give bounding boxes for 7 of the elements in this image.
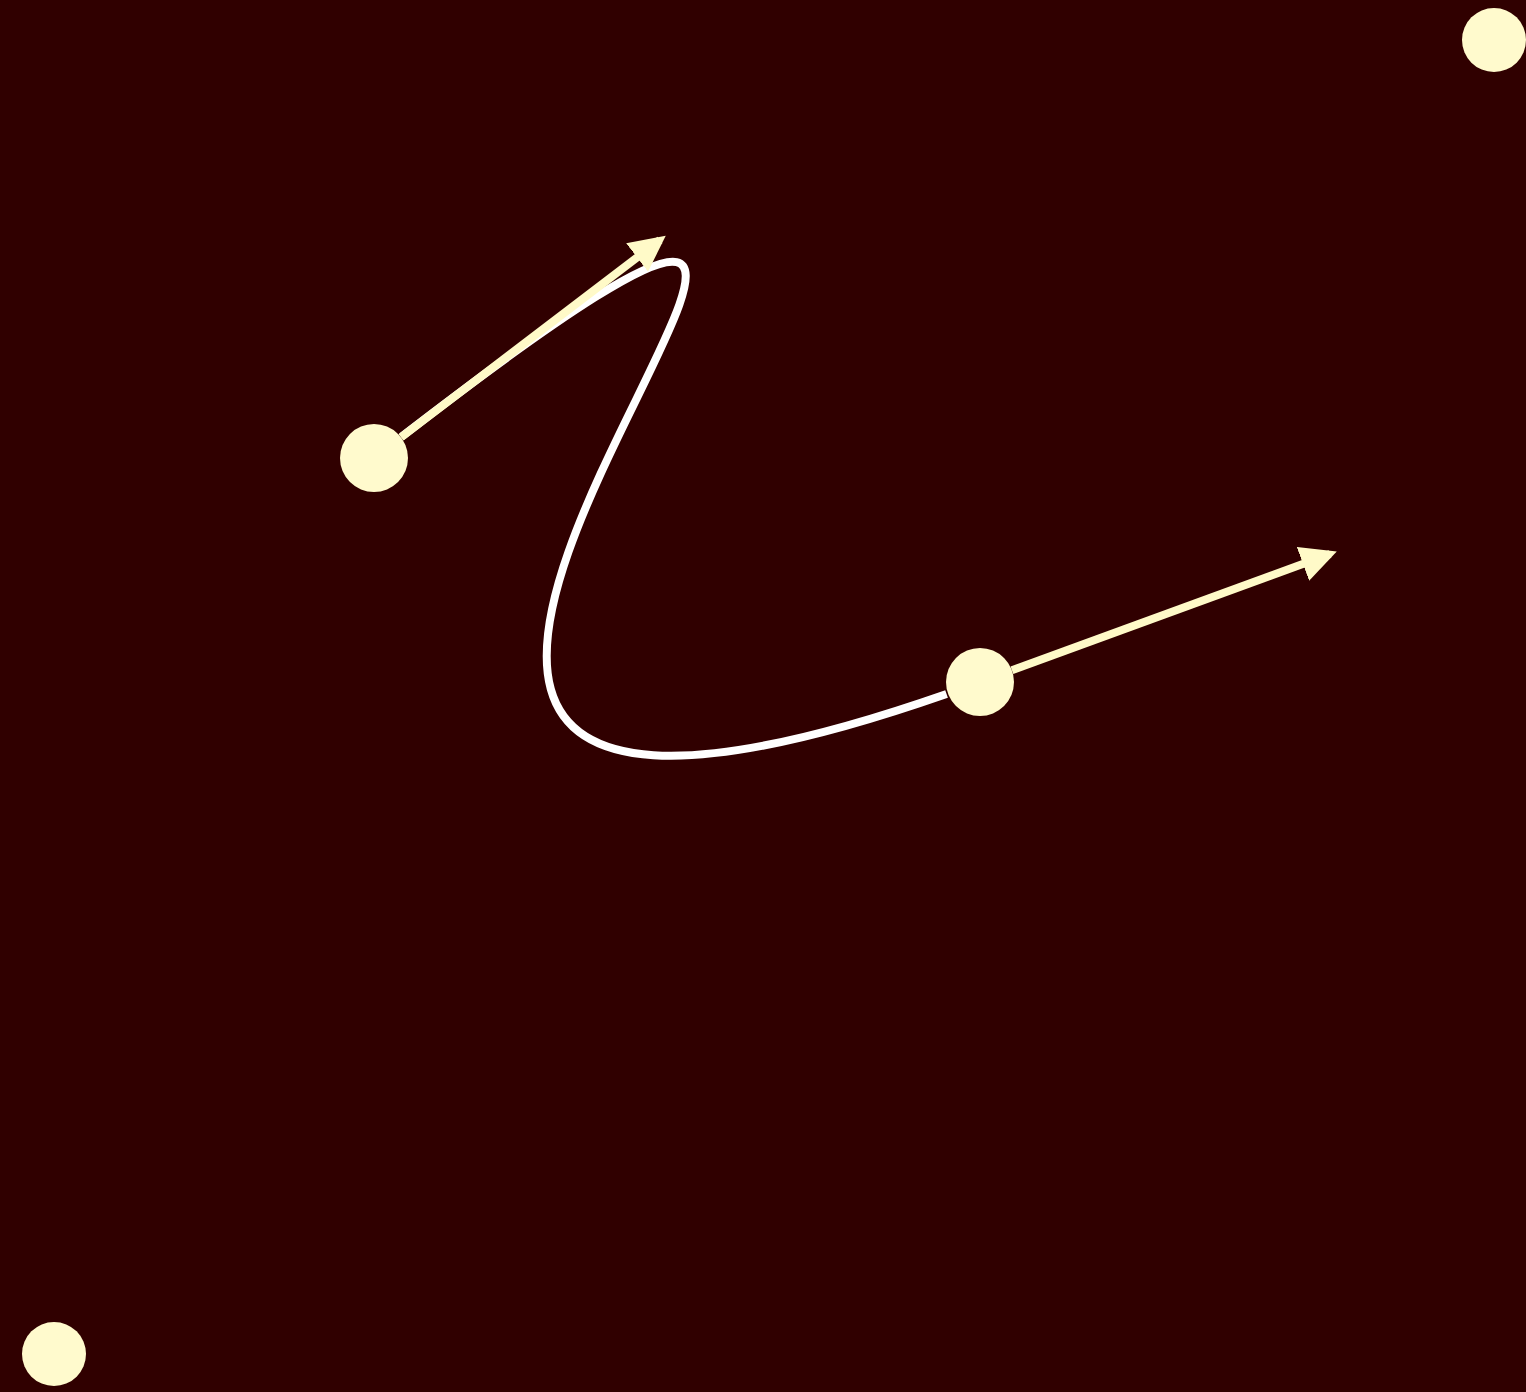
control-point-dot (1462, 8, 1526, 72)
bezier-curve (399, 263, 948, 755)
control-point-dot (340, 424, 408, 492)
tangent-arrow (398, 235, 666, 441)
control-point-dot (946, 648, 1014, 716)
control-point-dot (22, 1322, 86, 1386)
tangent-arrow (1010, 547, 1337, 675)
